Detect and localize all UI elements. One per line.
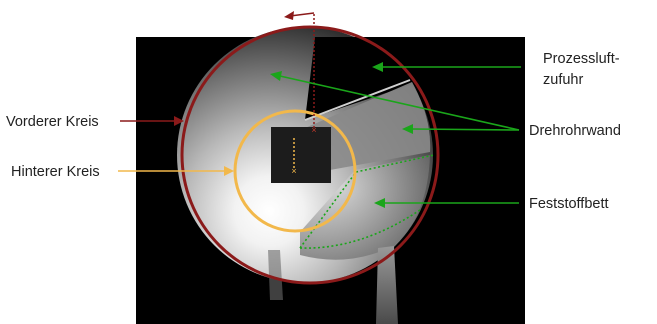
process-air-label-line2: zufuhr <box>543 72 583 88</box>
kiln-photo <box>136 27 525 324</box>
drum-wall-label: Drehrohrwand <box>529 123 621 139</box>
process-air-label-line1: Prozessluft- <box>543 51 620 67</box>
front-circle-center-mark: × <box>311 125 316 135</box>
solid-bed-label: Feststoffbett <box>529 196 609 212</box>
front-circle-label: Vorderer Kreis <box>6 114 99 130</box>
front-circle-arrowhead <box>284 11 294 20</box>
back-circle-center-mark: × <box>291 166 296 176</box>
drum-wall-leader-line-2 <box>412 129 519 130</box>
back-circle-label: Hinterer Kreis <box>11 164 100 180</box>
center-block <box>271 127 331 183</box>
